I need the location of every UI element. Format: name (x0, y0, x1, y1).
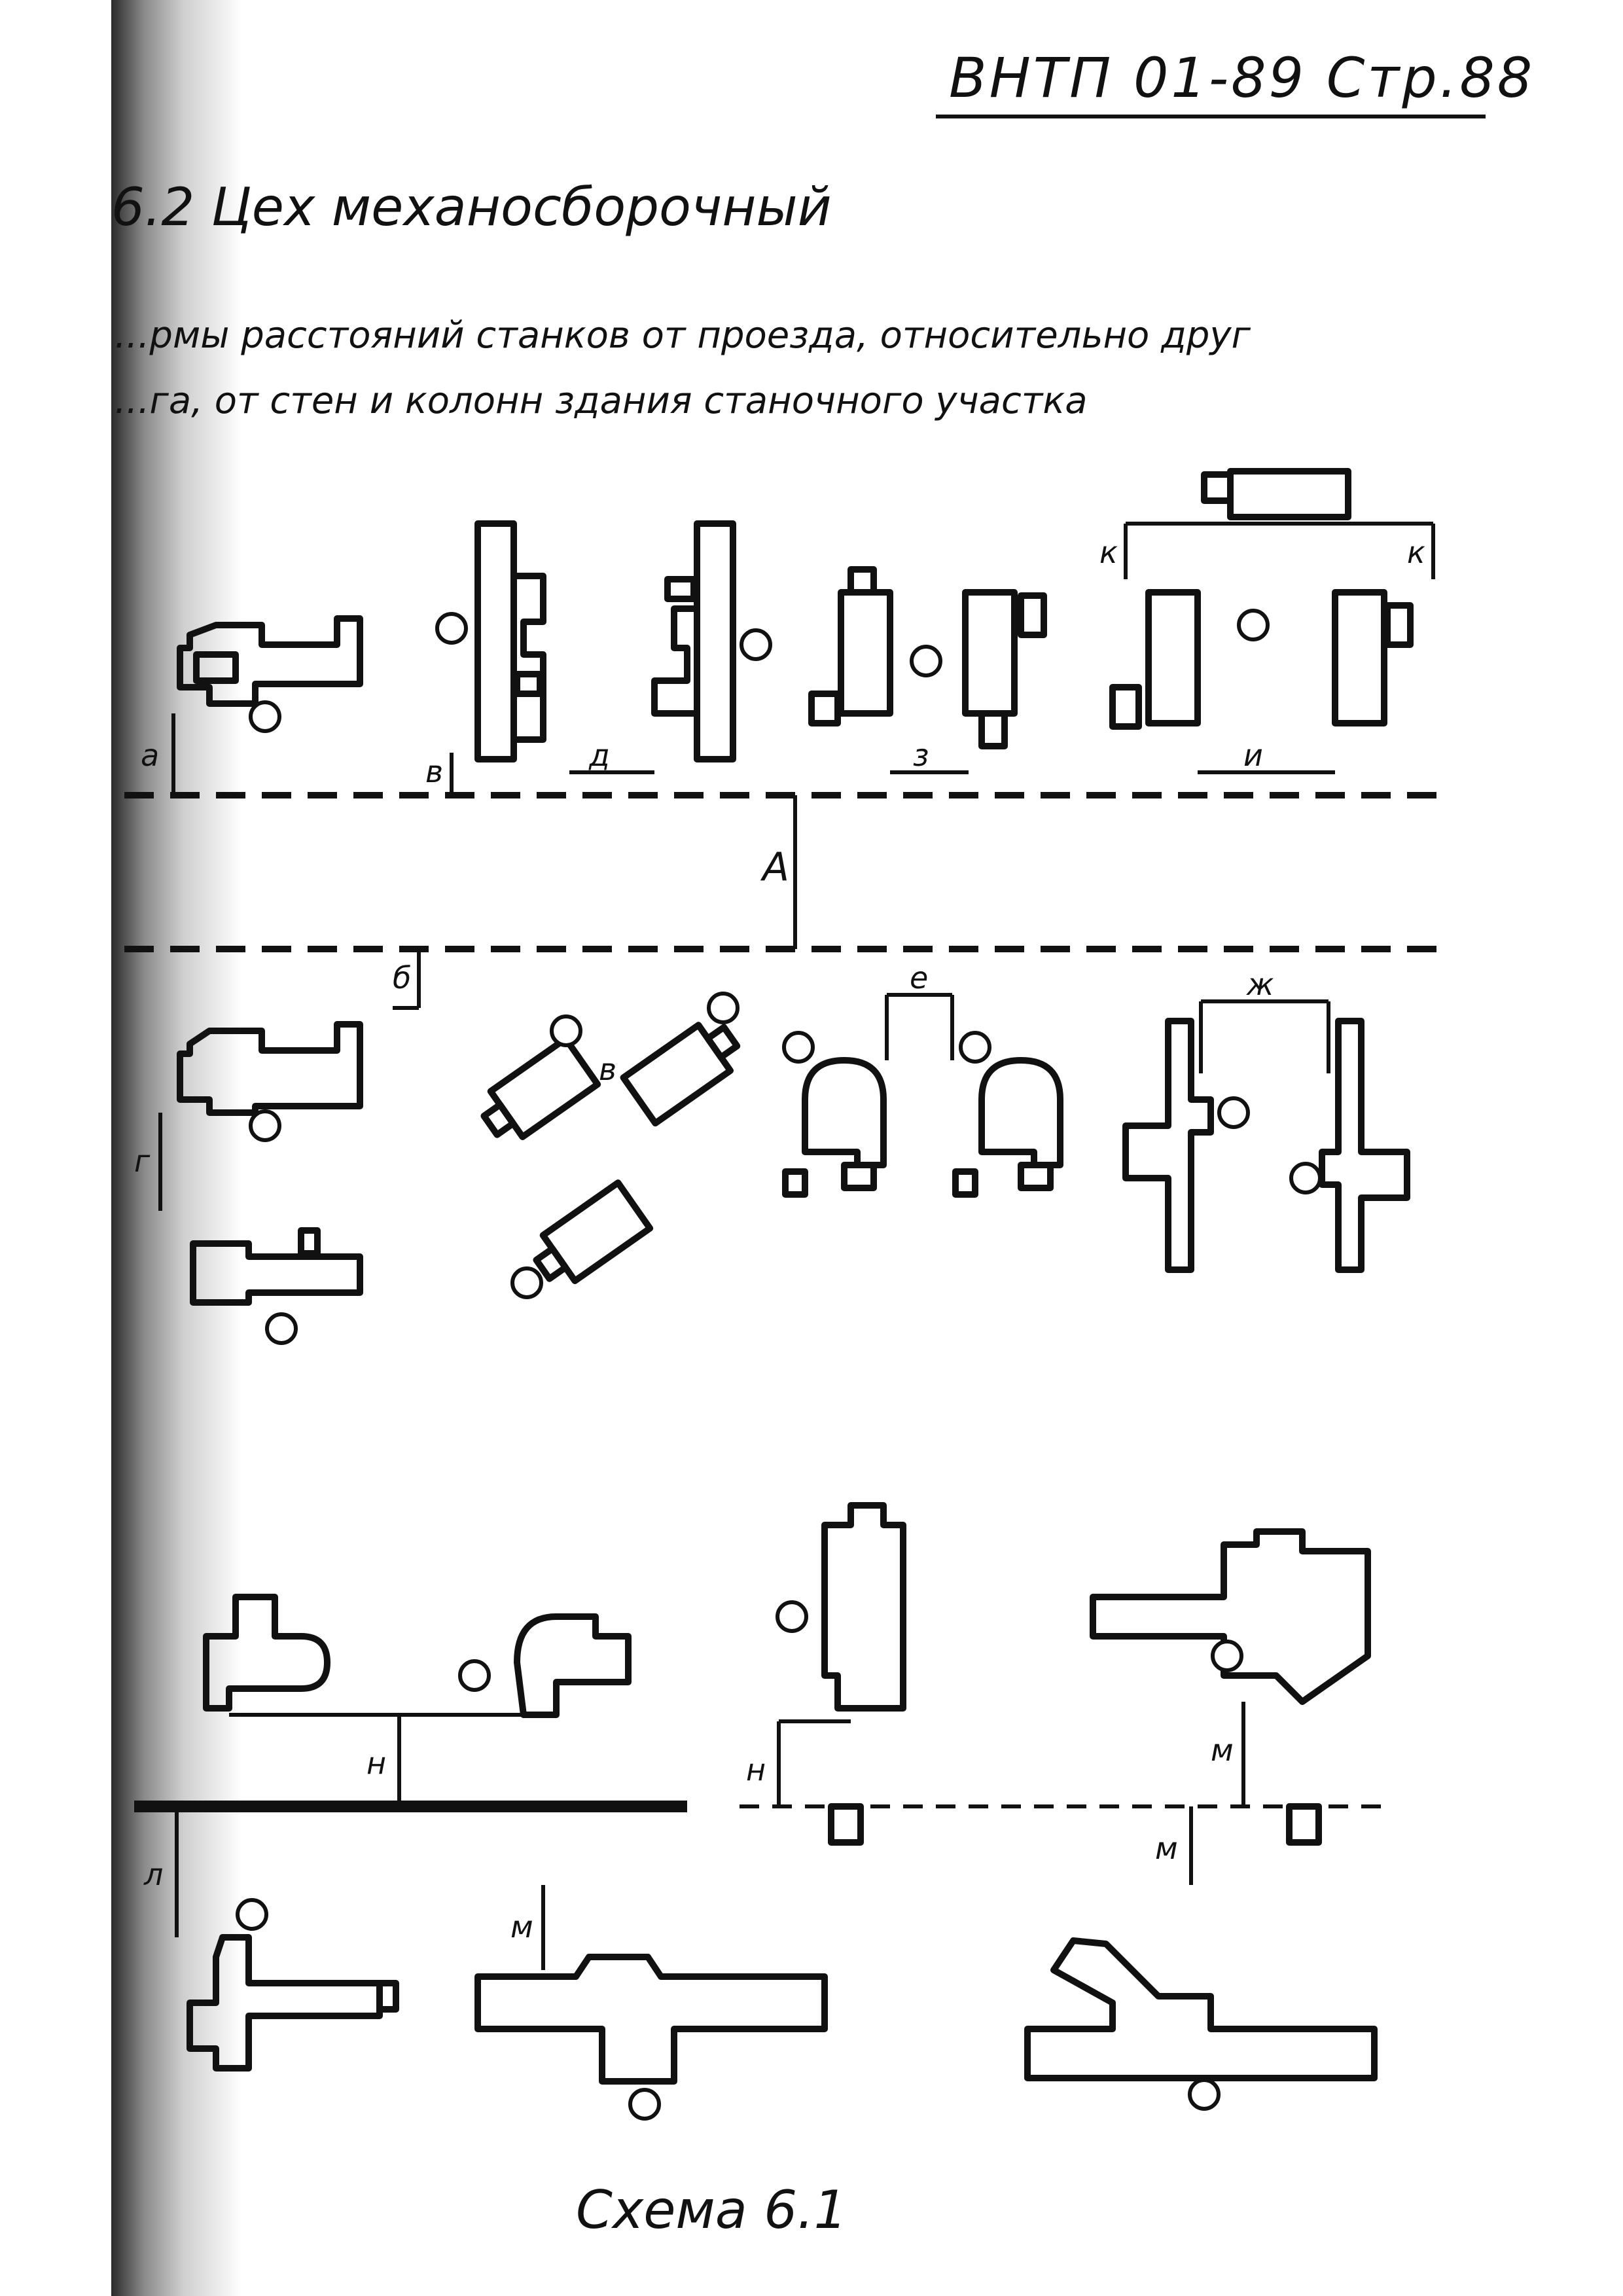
machine-detail (847, 566, 877, 596)
operator-marker (249, 700, 281, 733)
machine-shape (1122, 1018, 1214, 1273)
machine-shape (1145, 589, 1201, 726)
column-base (828, 1803, 864, 1846)
machine-shape (962, 589, 1018, 717)
machine-shape (474, 1954, 828, 2085)
operator-marker (707, 992, 740, 1024)
machine-shape (190, 1240, 363, 1306)
dim-label-n-2: н (746, 1752, 766, 1787)
dim-label-v2: в (599, 1052, 616, 1087)
dim-label-v: в (425, 754, 443, 789)
operator-markers (236, 609, 1322, 2121)
machine-detail (808, 691, 841, 726)
machine-shape (978, 1057, 1063, 1168)
machine-shape (802, 1057, 887, 1168)
operator-marker (458, 1659, 491, 1692)
dim-label-aisle: А (760, 844, 789, 890)
machine-shape (620, 1022, 734, 1127)
machine-shape (838, 589, 893, 717)
machine-shape (487, 1035, 601, 1141)
document-reference: ВНТП 01-89 Стр.88 (949, 46, 1535, 110)
machine-shape (1024, 1937, 1378, 2081)
dim-label-z: з (913, 738, 929, 773)
machine-shape (694, 520, 736, 762)
dim-label-i: и (1243, 738, 1263, 773)
dim-label-e: е (910, 960, 928, 996)
machine-detail (1201, 471, 1234, 504)
machine-detail (704, 1024, 741, 1061)
dim-label-d: д (588, 738, 610, 773)
operator-marker (236, 1898, 268, 1931)
machine-detail (1109, 684, 1142, 730)
page-margin (0, 0, 111, 2296)
dim-label-b: б (393, 960, 411, 996)
dim-label-k-right: к (1407, 535, 1425, 570)
machine-shape (1227, 468, 1351, 520)
machine-detail (514, 671, 543, 697)
machine-shape (177, 615, 363, 707)
caption-line-1: ...рмы расстояний станков от проезда, от… (115, 314, 1251, 357)
operator-marker (1188, 2078, 1221, 2111)
operator-marker (550, 1014, 582, 1047)
dim-label-g: г (134, 1143, 151, 1179)
dim-label-n-1: н (366, 1746, 386, 1781)
operator-marker (510, 1266, 543, 1299)
machine-shape (1332, 589, 1387, 726)
machine-shape (514, 1613, 632, 1718)
operator-marker (249, 1109, 281, 1142)
machine-detail (952, 1168, 978, 1198)
operator-marker (782, 1031, 815, 1064)
dim-label-m-1: м (1211, 1732, 1234, 1768)
machine-detail (1018, 592, 1047, 638)
machine-shape (539, 1179, 654, 1285)
operator-marker (1237, 609, 1270, 641)
machine-detail (298, 1227, 321, 1257)
operator-marker (740, 628, 772, 661)
operator-marker (435, 612, 468, 645)
machine-detail (1384, 602, 1414, 648)
column-base (1286, 1803, 1322, 1846)
machine-detail (1018, 1162, 1054, 1191)
operator-marker (776, 1600, 808, 1633)
scheme-label: Схема 6.1 (576, 2179, 847, 2240)
machine-shape (651, 605, 697, 717)
operator-marker (910, 645, 942, 677)
machine-shape (474, 520, 517, 762)
machine-shape (1090, 1528, 1371, 1705)
dim-label-a: а (141, 738, 159, 773)
operator-marker (1217, 1096, 1250, 1129)
machine-shape (203, 1594, 330, 1712)
dim-label-l: л (143, 1857, 163, 1892)
operator-marker (265, 1312, 298, 1345)
dim-label-m-3: м (510, 1909, 533, 1945)
operator-marker (628, 2088, 661, 2121)
machine-detail (193, 651, 239, 684)
machine-shape (821, 1502, 906, 1712)
machine-detail (533, 1245, 569, 1282)
machine-detail (480, 1101, 517, 1138)
operator-marker (1211, 1640, 1243, 1672)
machine-shape (187, 1934, 383, 2072)
machine-detail (664, 576, 697, 602)
header-underline (936, 115, 1486, 118)
operator-marker (959, 1031, 991, 1064)
operator-marker (1289, 1162, 1322, 1194)
machine-shape (177, 1021, 363, 1116)
section-title: 6.2 Цех механосборочный (111, 177, 832, 238)
machine-shape (1319, 1018, 1410, 1273)
machine-detail (978, 710, 1008, 749)
dim-label-k-left: к (1099, 535, 1118, 570)
dim-label-m-2: м (1155, 1831, 1178, 1866)
caption-line-2: ...га, от стен и колонн здания станочног… (115, 380, 1088, 422)
machine-detail (841, 1162, 877, 1191)
machine-shape (514, 573, 546, 743)
dim-label-zh: ж (1246, 967, 1274, 1002)
machine-detail (782, 1168, 808, 1198)
machine-detail (376, 1980, 399, 2013)
